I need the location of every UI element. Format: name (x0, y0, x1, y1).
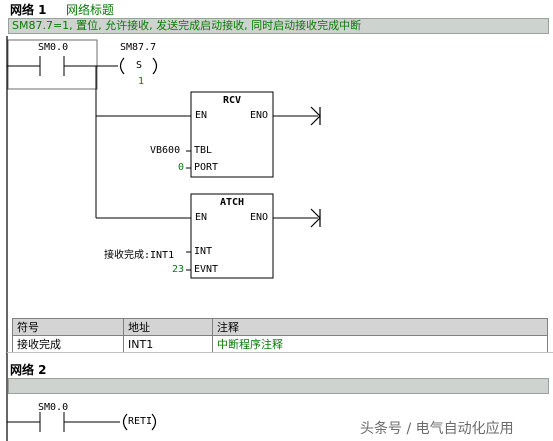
network-2-label[interactable]: 网络 2 (10, 363, 47, 377)
watermark-text: 头条号 / 电气自动化应用 (360, 421, 514, 437)
rcv-box (190, 91, 274, 178)
atch-evnt-label: EVNT (194, 264, 219, 275)
rcv-port-value[interactable]: 0 (178, 162, 185, 173)
rcv-tbl-label: TBL (194, 145, 213, 156)
rcv-en-label: EN (195, 110, 208, 121)
contact-selection (7, 39, 98, 90)
header-comment: 注释 (212, 318, 548, 336)
network-1-comment[interactable]: SM87.7=1, 置位, 允许接收, 发送完成启动接收, 同时启动接收完成中断 (8, 18, 549, 34)
reti-right-paren (151, 413, 157, 431)
cell-comment[interactable]: 中断程序注释 (212, 335, 548, 353)
atch-en-label: EN (195, 212, 208, 223)
rcv-eno-label: ENO (250, 110, 269, 121)
coil-address[interactable]: SM87.7 (120, 42, 157, 53)
network-1-title[interactable]: 网络标题 (66, 3, 115, 17)
coil-type[interactable]: S (136, 60, 143, 71)
coil-left-paren (119, 57, 125, 75)
atch-eno-label: ENO (250, 212, 269, 223)
reti-left-paren (122, 413, 128, 431)
reti-coil-label[interactable]: RETI (128, 416, 153, 427)
symbol-table: 符号 地址 注释 接收完成 INT1 中断程序注释 (12, 318, 548, 353)
cell-address[interactable]: INT1 (123, 335, 213, 353)
coil-count[interactable]: 1 (138, 76, 145, 87)
table-row: 接收完成 INT1 中断程序注释 (12, 335, 548, 353)
header-address: 地址 (123, 318, 213, 336)
network-1-label[interactable]: 网络 1 (10, 3, 47, 17)
symbol-table-header: 符号 地址 注释 (12, 318, 548, 336)
cell-symbol[interactable]: 接收完成 (12, 335, 124, 353)
contact-address[interactable]: SM0.0 (38, 42, 69, 53)
rcv-tbl-value[interactable]: VB600 (150, 145, 181, 156)
network-2-comment[interactable] (8, 378, 549, 394)
atch-box (190, 193, 274, 279)
header-symbol: 符号 (12, 318, 124, 336)
network-2-contact-address[interactable]: SM0.0 (38, 402, 69, 413)
rcv-title[interactable]: RCV (222, 95, 242, 106)
atch-title[interactable]: ATCH (219, 197, 245, 208)
network-divider (7, 352, 553, 353)
atch-int-value[interactable]: 接收完成:INT1 (104, 250, 175, 261)
atch-int-label: INT (194, 246, 213, 257)
rcv-port-label: PORT (194, 162, 219, 173)
atch-evnt-value[interactable]: 23 (172, 264, 185, 275)
coil-right-paren (152, 57, 158, 75)
